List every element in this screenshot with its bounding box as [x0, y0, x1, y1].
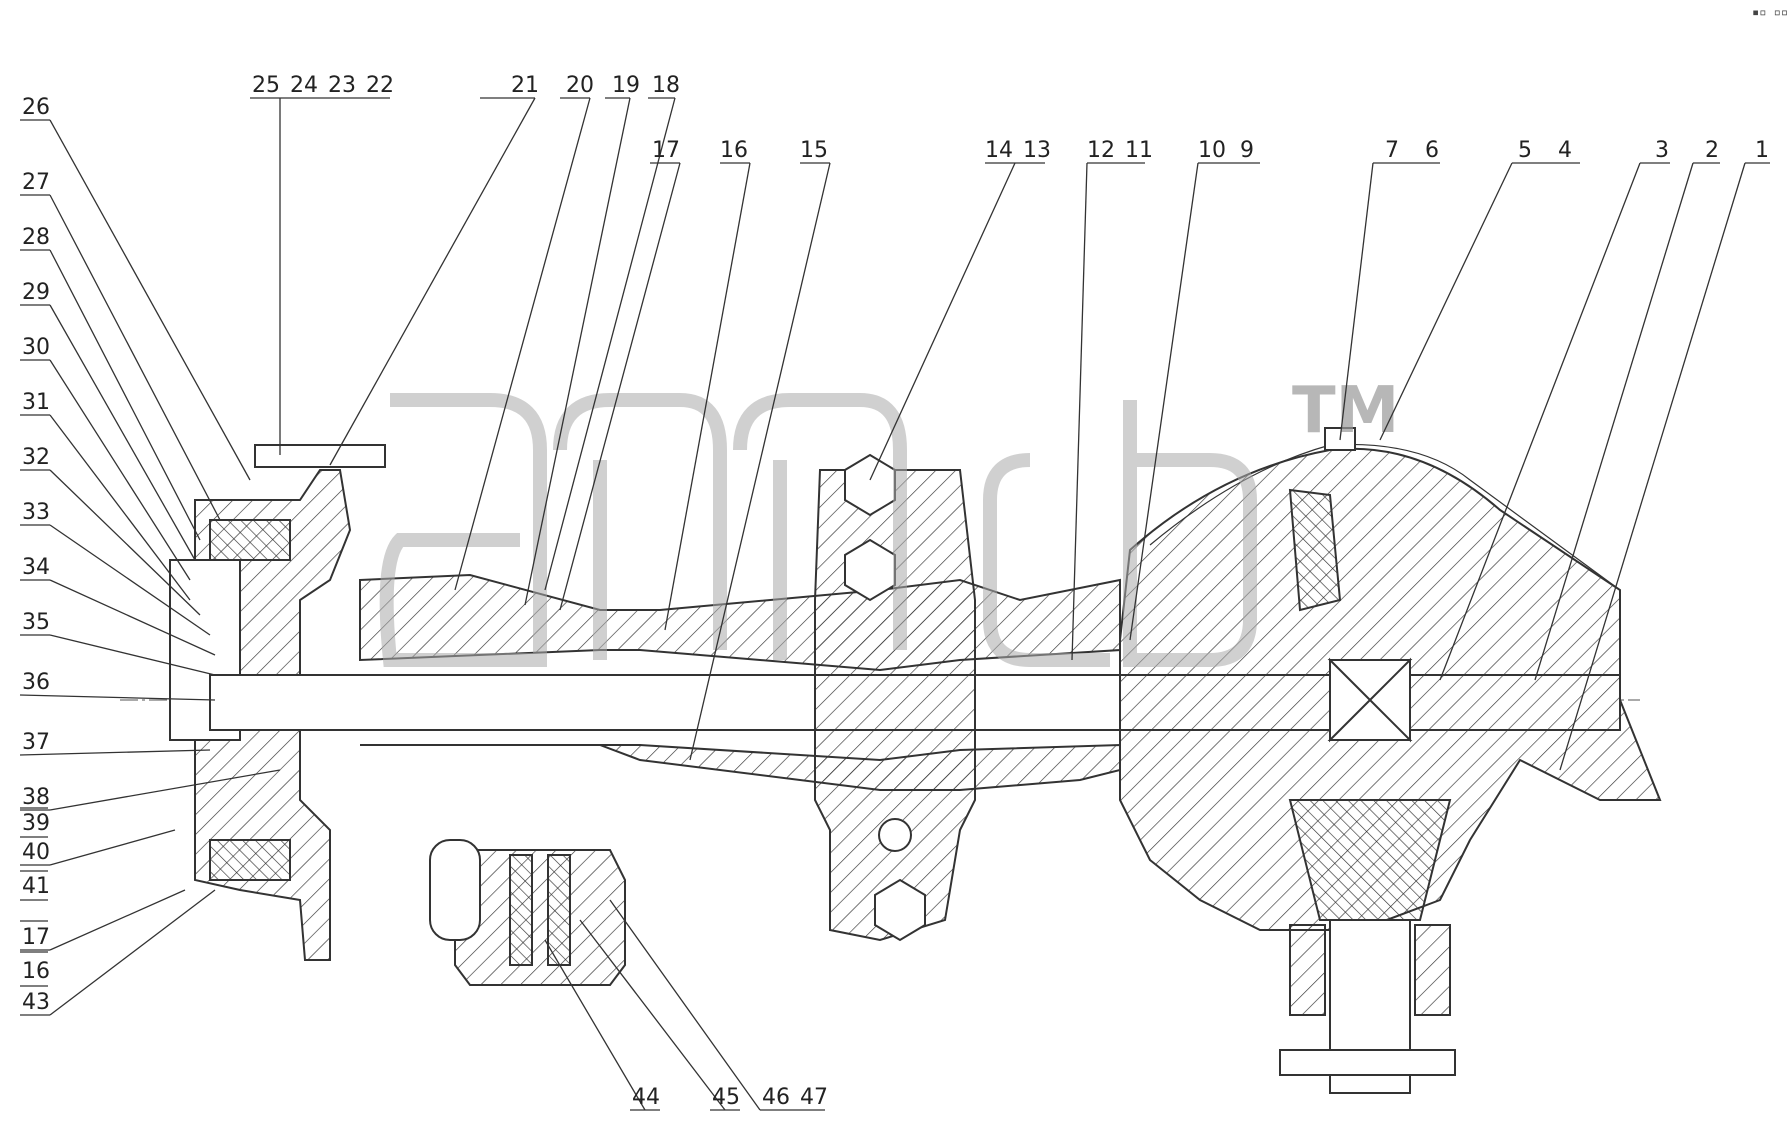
callout-12: 12	[1087, 138, 1115, 163]
callout-44: 44	[632, 1085, 660, 1110]
callout-17: 17	[652, 138, 680, 163]
pinion-bearing-left	[1289, 924, 1326, 1016]
pinion-bearing-right	[1414, 924, 1451, 1016]
callout-38: 38	[22, 785, 50, 810]
callout-39: 39	[22, 811, 50, 836]
callout-19: 19	[612, 73, 640, 98]
callout-27: 27	[22, 170, 50, 195]
callout-11: 11	[1125, 138, 1153, 163]
pinion-nut	[1329, 1074, 1411, 1094]
planet-gear-lower	[209, 839, 291, 881]
callout-leaders	[19, 97, 1770, 1111]
brake-housing	[454, 849, 626, 986]
ring-gear	[1288, 488, 1342, 612]
callout-36: 36	[22, 670, 50, 695]
callout-16-lower: 16	[22, 959, 50, 984]
bolt-head-round	[878, 818, 912, 852]
callout-10: 10	[1198, 138, 1226, 163]
axle-housing-lower	[360, 743, 1121, 791]
callout-26: 26	[22, 95, 50, 120]
callout-41: 41	[22, 874, 50, 899]
callout-14: 14	[985, 138, 1013, 163]
callout-35: 35	[22, 610, 50, 635]
nut-hex-3	[874, 878, 926, 942]
callout-28: 28	[22, 225, 50, 250]
callout-15: 15	[800, 138, 828, 163]
callout-31: 31	[22, 390, 50, 415]
callout-33: 33	[22, 500, 50, 525]
callout-23: 23	[328, 73, 356, 98]
callout-7: 7	[1385, 138, 1399, 163]
callout-3: 3	[1655, 138, 1669, 163]
trademark-symbol: TM	[1292, 374, 1399, 448]
callout-32: 32	[22, 445, 50, 470]
callout-47: 47	[800, 1085, 828, 1110]
callout-6: 6	[1425, 138, 1439, 163]
callout-46: 46	[762, 1085, 790, 1110]
callout-20: 20	[566, 73, 594, 98]
pinion-shaft	[1329, 919, 1411, 1051]
callout-13: 13	[1023, 138, 1051, 163]
callout-18: 18	[652, 73, 680, 98]
callout-45: 45	[712, 1085, 740, 1110]
callout-9: 9	[1240, 138, 1254, 163]
bolt-top	[254, 444, 386, 468]
callout-29: 29	[22, 280, 50, 305]
brake-disc-2	[547, 854, 571, 966]
corner-mark: ▪▫ ▫▫▫	[1752, 5, 1787, 19]
callout-25: 25	[252, 73, 280, 98]
callout-17-lower: 17	[22, 925, 50, 950]
watermark-logo: TM	[379, 374, 1399, 667]
callout-22: 22	[366, 73, 394, 98]
callout-30: 30	[22, 335, 50, 360]
callout-37: 37	[22, 730, 50, 755]
differential-spider	[1327, 657, 1413, 743]
callout-labels: 25 24 23 22 21 20 19 18 17 16 15 14 13 1…	[20, 73, 1769, 1110]
pinion-gear	[1288, 799, 1452, 921]
callout-43: 43	[22, 990, 50, 1015]
callout-4: 4	[1558, 138, 1572, 163]
callout-40: 40	[22, 840, 50, 865]
callout-5: 5	[1518, 138, 1532, 163]
callout-16: 16	[720, 138, 748, 163]
brake-disc-1	[509, 854, 533, 966]
callout-24: 24	[290, 73, 318, 98]
planet-gear-upper	[209, 519, 291, 561]
callout-1: 1	[1755, 138, 1769, 163]
drawing-body	[120, 427, 1662, 1094]
callout-2: 2	[1705, 138, 1719, 163]
brake-piston	[429, 839, 481, 941]
pinion-flange	[1279, 1049, 1456, 1076]
callout-21: 21	[511, 73, 539, 98]
callout-34: 34	[22, 555, 50, 580]
